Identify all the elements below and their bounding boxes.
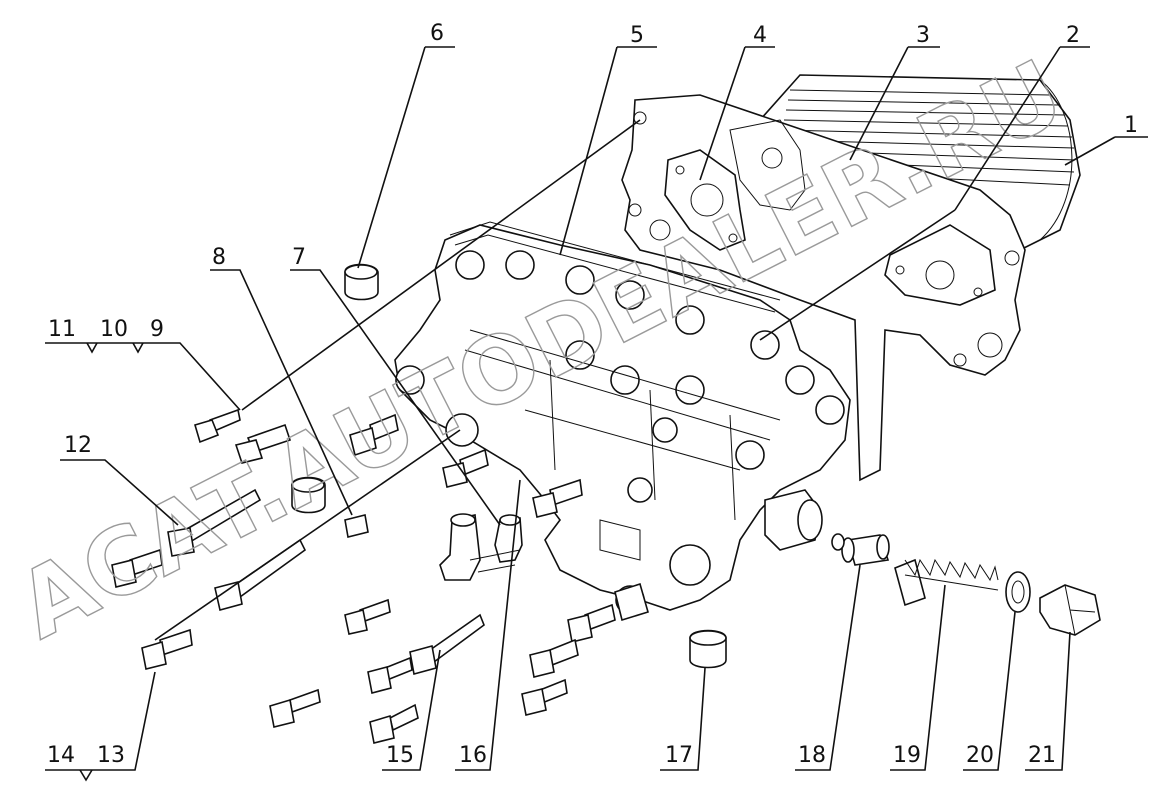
- callout-18: 18: [798, 743, 826, 768]
- callout-9: 9: [150, 317, 164, 342]
- callout-5: 5: [630, 23, 644, 48]
- callout-3: 3: [916, 23, 930, 48]
- callout-labels: 1 2 3 4 5 6 7 8 9 10 11 12 13 14 15 16 1…: [47, 21, 1138, 768]
- plug-cap: [689, 629, 727, 669]
- callout-10: 10: [100, 317, 128, 342]
- callout-4: 4: [753, 23, 767, 48]
- callout-19: 19: [893, 743, 921, 768]
- callout-14: 14: [47, 743, 75, 768]
- bolt-set: [111, 408, 649, 744]
- sealing-cap: [344, 263, 379, 301]
- callout-20: 20: [966, 743, 994, 768]
- callout-12: 12: [64, 433, 92, 458]
- relief-valve-piston: [831, 533, 890, 566]
- callout-11: 11: [48, 317, 76, 342]
- callout-6: 6: [430, 21, 444, 46]
- valve-spring: [894, 558, 999, 607]
- callout-8: 8: [212, 245, 226, 270]
- callout-16: 16: [459, 743, 487, 768]
- callout-15: 15: [386, 743, 414, 768]
- leader-lines: [45, 46, 1148, 782]
- callout-13: 13: [97, 743, 125, 768]
- plug-bolt: [1039, 584, 1101, 636]
- housing-top-cover: [449, 221, 781, 313]
- callout-17: 17: [665, 743, 693, 768]
- callout-7: 7: [292, 245, 306, 270]
- callout-1: 1: [1124, 113, 1138, 138]
- callout-2: 2: [1066, 23, 1080, 48]
- sensor-fitting: [439, 513, 523, 581]
- callout-21: 21: [1028, 743, 1056, 768]
- sealing-washer: [1005, 571, 1031, 613]
- oil-filter-housing: [394, 224, 851, 615]
- flange-gasket: [664, 149, 746, 251]
